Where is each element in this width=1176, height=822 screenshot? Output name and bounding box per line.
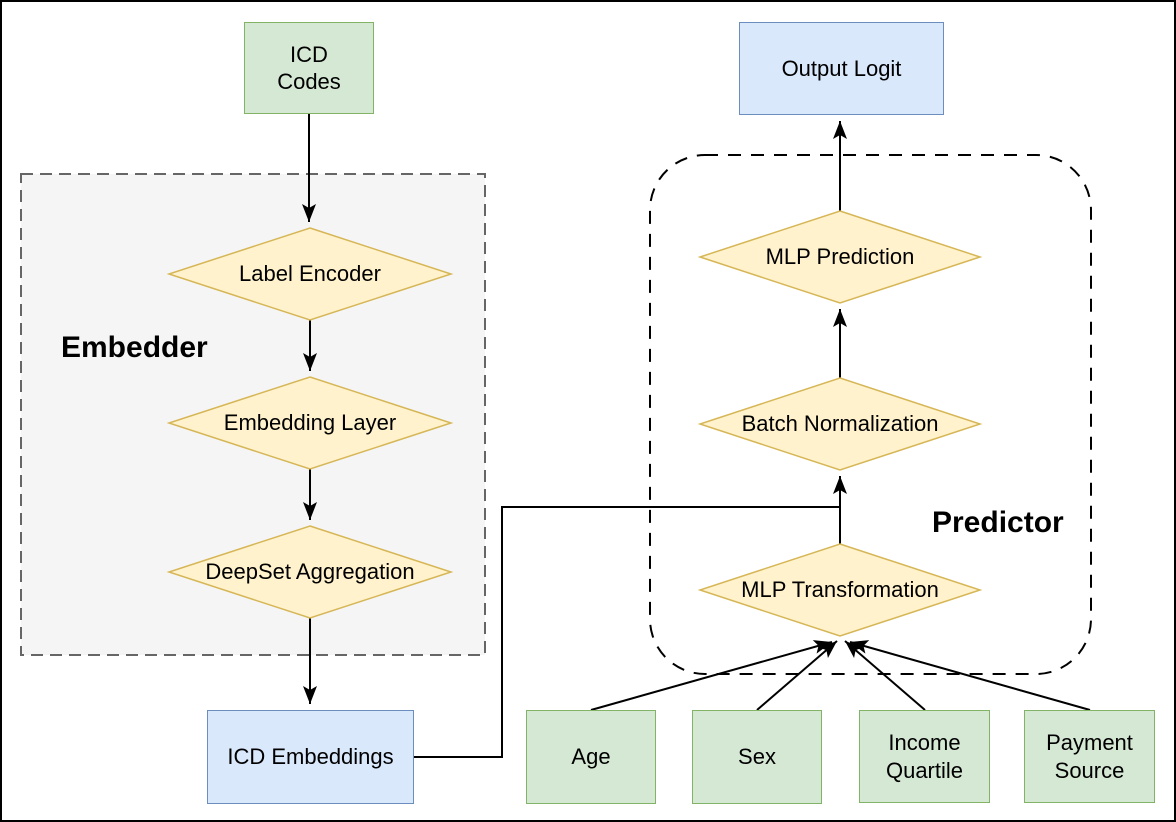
- node-payment-source-label: Payment Source: [1046, 730, 1133, 783]
- node-icd-codes: ICD Codes: [244, 22, 374, 114]
- predictor-group-box: [649, 154, 1092, 675]
- node-income-quartile-label: Income Quartile: [885, 730, 964, 783]
- deepset-aggregation-diamond: [166, 525, 454, 619]
- node-age: Age: [526, 710, 656, 804]
- node-age-label: Age: [571, 744, 611, 770]
- embedding-layer-diamond: [166, 376, 454, 470]
- node-output-logit-label: Output Logit: [781, 55, 902, 81]
- mlp-transformation-diamond: [697, 543, 983, 637]
- node-icd-embeddings-label: ICD Embeddings: [227, 744, 394, 770]
- edge-age-to-mlp-transformation: [590, 640, 833, 711]
- node-output-logit: Output Logit: [739, 22, 944, 115]
- label-encoder-diamond: [166, 227, 454, 321]
- node-icd-embeddings: ICD Embeddings: [207, 710, 414, 804]
- mlp-prediction-diamond: [697, 210, 983, 304]
- node-income-quartile: Income Quartile: [859, 710, 990, 803]
- batch-normalization-diamond: [697, 377, 983, 471]
- node-payment-source: Payment Source: [1024, 710, 1155, 803]
- edges: [302, 114, 1091, 758]
- predictor-group-label: Predictor: [932, 506, 1064, 539]
- embedder-group-label: Embedder: [61, 331, 208, 364]
- edge-icd-embeddings-elbow: [414, 506, 839, 758]
- edge-sex-to-mlp-transformation: [756, 640, 838, 711]
- node-sex: Sex: [692, 710, 822, 804]
- node-sex-label: Sex: [738, 744, 776, 770]
- edge-payment-source-to-mlp-transformation: [849, 640, 1091, 711]
- node-icd-codes-label: ICD Codes: [277, 41, 341, 95]
- diamond-shapes: [166, 210, 983, 637]
